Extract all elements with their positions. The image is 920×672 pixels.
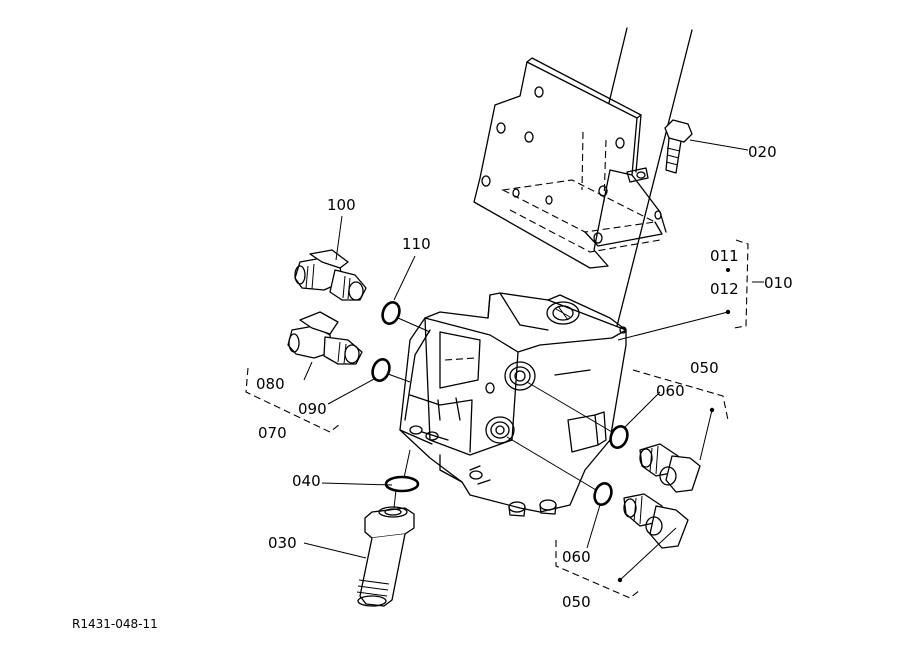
elbow-fitting-080: [287, 311, 363, 365]
part-label-080: 080: [256, 375, 285, 393]
part-label-050-bottom: 050: [562, 593, 591, 611]
o-ring-090: [371, 358, 391, 382]
o-ring-060-bottom: [593, 482, 613, 506]
o-ring-040: [384, 475, 420, 493]
part-label-011: 011: [710, 247, 739, 265]
elbow-fitting-050-bottom: [623, 493, 689, 549]
part-label-110: 110: [402, 235, 431, 253]
part-label-040: 040: [292, 472, 321, 490]
part-number-labels: 020 100 110 011 012 010 050 060 080 090 …: [72, 143, 793, 631]
o-ring-110: [381, 301, 401, 325]
valve-body: [399, 292, 627, 517]
group-bracket-050-top: [632, 369, 729, 421]
part-label-020: 020: [748, 143, 777, 161]
elbow-fitting-050-top: [639, 443, 701, 493]
part-label-070: 070: [258, 424, 287, 442]
part-label-050-top: 050: [690, 359, 719, 377]
drawing-reference-code: R1431-048-11: [72, 617, 158, 631]
leader-lines: [303, 139, 764, 583]
group-bracket-070: [245, 367, 341, 433]
part-label-100: 100: [327, 196, 356, 214]
fitting-030: [356, 506, 415, 607]
part-label-060-bottom: 060: [562, 548, 591, 566]
group-bracket-010: [733, 239, 749, 329]
part-label-060-top: 060: [656, 382, 685, 400]
mounting-bracket: [473, 57, 667, 269]
part-label-030: 030: [268, 534, 297, 552]
part-label-010: 010: [764, 274, 793, 292]
o-ring-060-top: [609, 425, 629, 449]
elbow-fitting-100: [294, 249, 367, 301]
part-label-090: 090: [298, 400, 327, 418]
group-bracket-050-bottom: [555, 540, 641, 599]
part-label-012: 012: [710, 280, 739, 298]
assembly-guide-lines: [387, 317, 613, 509]
bolt-020: [664, 119, 693, 174]
